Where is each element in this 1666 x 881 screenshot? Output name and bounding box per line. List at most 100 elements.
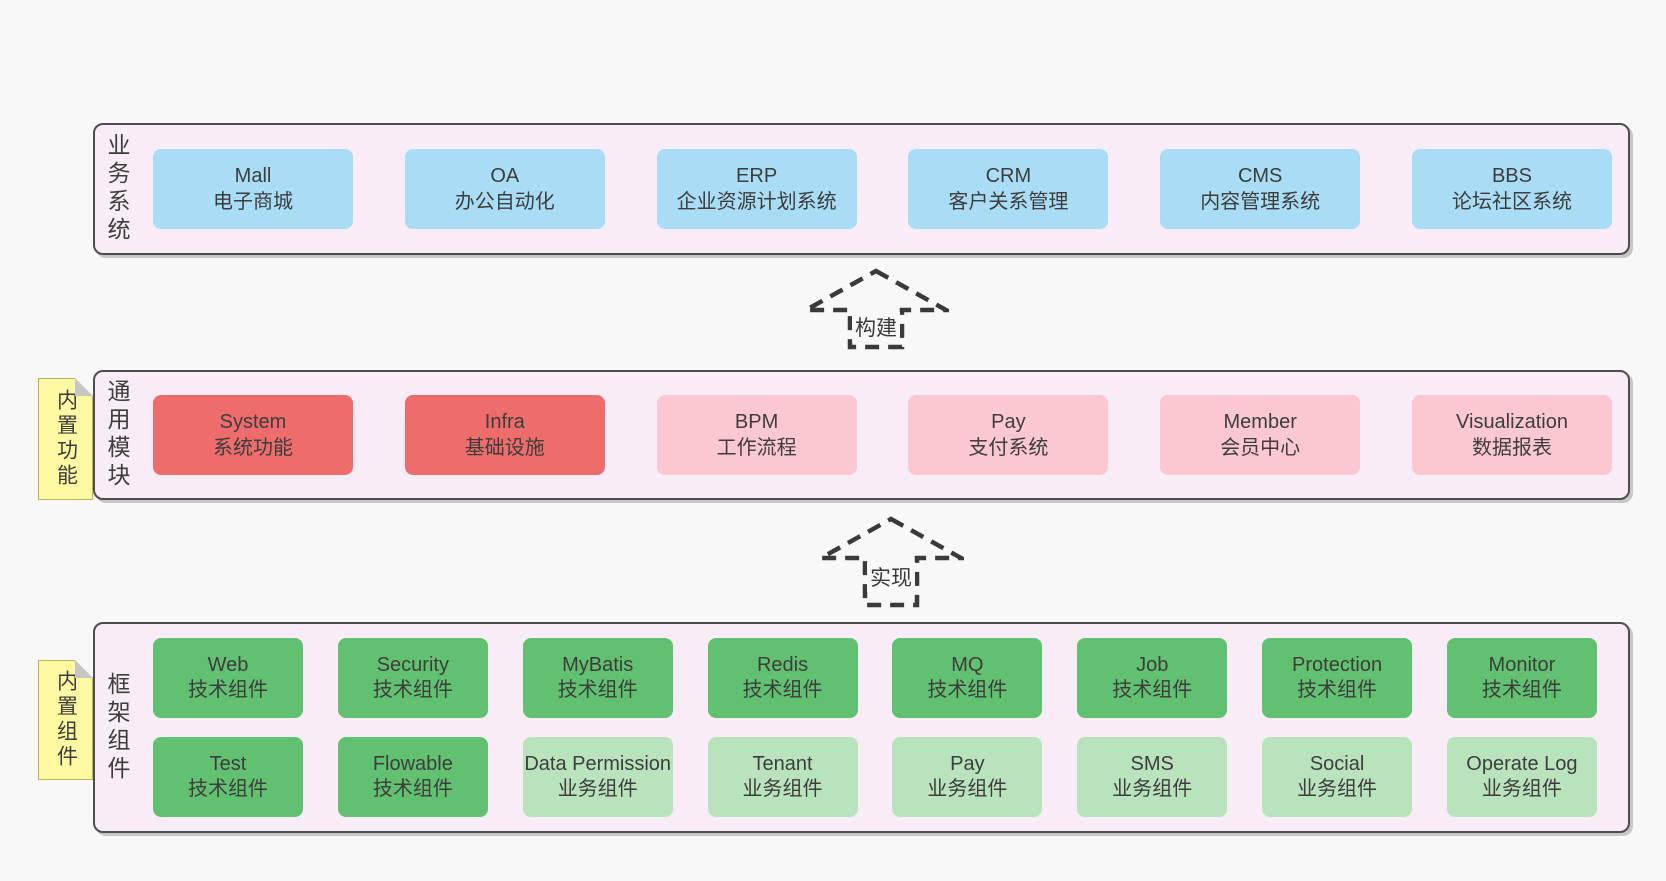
- box-title: Security: [376, 654, 449, 676]
- box-mq: MQ 技术组件: [892, 638, 1043, 718]
- box-subtitle: 办公自动化: [454, 191, 555, 213]
- box-title: Data Permission: [524, 753, 672, 775]
- box-subtitle: 会员中心: [1220, 437, 1301, 459]
- box-bpm: BPM 工作流程: [656, 395, 857, 475]
- box-system: System 系统功能: [153, 395, 353, 475]
- box-subtitle: 业务组件: [1112, 778, 1193, 800]
- box-web: Web 技术组件: [153, 638, 303, 718]
- box-title: Pay: [950, 753, 985, 775]
- layer-common-modules: 通用模块 System 系统功能 Infra 基础设施 BPM 工作流程 Pay…: [93, 370, 1630, 500]
- box-cms: CMS 内容管理系统: [1160, 149, 1361, 229]
- box-subtitle: 支付系统: [968, 437, 1049, 459]
- box-subtitle: 技术组件: [742, 679, 823, 701]
- box-title: Operate Log: [1466, 753, 1578, 775]
- layer-framework-components: 框架组件 Web 技术组件 Security 技术组件 MyBatis 技术组件…: [93, 622, 1630, 833]
- arrow-build-label: 构建: [852, 312, 900, 342]
- box-subtitle: 业务组件: [1481, 778, 1562, 800]
- sticky-note-text: 内置组件: [54, 670, 78, 770]
- box-visualization: Visualization 数据报表: [1411, 395, 1612, 475]
- arrow-implement: 实现: [818, 516, 964, 608]
- sticky-note-builtin-components: 内置组件: [38, 660, 93, 780]
- box-subtitle: 工作流程: [716, 437, 797, 459]
- layer-label-framework-components: 框架组件: [104, 671, 130, 784]
- box-operate-log: Operate Log 业务组件: [1446, 737, 1597, 817]
- box-title: Protection: [1292, 654, 1383, 676]
- box-subtitle: 客户关系管理: [948, 191, 1069, 213]
- box-title: BBS: [1491, 165, 1532, 187]
- box-title: Flowable: [372, 753, 453, 775]
- arrow-implement-label: 实现: [867, 562, 915, 592]
- box-mybatis: MyBatis 技术组件: [522, 638, 673, 718]
- box-subtitle: 技术组件: [927, 679, 1008, 701]
- box-subtitle: 技术组件: [1112, 679, 1193, 701]
- box-subtitle: 基础设施: [464, 437, 545, 459]
- box-subtitle: 数据报表: [1471, 437, 1552, 459]
- box-monitor: Monitor 技术组件: [1446, 638, 1597, 718]
- box-subtitle: 技术组件: [1297, 679, 1378, 701]
- box-title: CRM: [985, 165, 1032, 187]
- box-subtitle: 技术组件: [1481, 679, 1562, 701]
- box-subtitle: 技术组件: [372, 679, 453, 701]
- box-oa: OA 办公自动化: [404, 149, 605, 229]
- box-subtitle: 业务组件: [1297, 778, 1378, 800]
- box-title: Member: [1223, 411, 1297, 433]
- sticky-note-text: 内置功能: [54, 389, 78, 489]
- box-test: Test 技术组件: [153, 737, 303, 817]
- box-sms: SMS 业务组件: [1077, 737, 1228, 817]
- box-subtitle: 业务组件: [557, 778, 638, 800]
- box-title: Tenant: [752, 753, 813, 775]
- box-subtitle: 企业资源计划系统: [676, 191, 837, 213]
- box-title: Social: [1309, 753, 1365, 775]
- box-member: Member 会员中心: [1160, 395, 1361, 475]
- box-title: Pay: [991, 411, 1026, 433]
- box-title: Infra: [484, 411, 525, 433]
- box-protection: Protection 技术组件: [1262, 638, 1413, 718]
- up-arrow-icon: [803, 268, 949, 350]
- box-flowable: Flowable 技术组件: [337, 737, 488, 817]
- box-title: CMS: [1237, 165, 1283, 187]
- box-pay-system: Pay 支付系统: [908, 395, 1109, 475]
- box-crm: CRM 客户关系管理: [908, 149, 1109, 229]
- box-subtitle: 技术组件: [557, 679, 638, 701]
- box-title: SMS: [1130, 753, 1174, 775]
- box-subtitle: 系统功能: [213, 437, 293, 459]
- layer-label-common-modules: 通用模块: [104, 379, 130, 491]
- common-modules-row: System 系统功能 Infra 基础设施 BPM 工作流程 Pay 支付系统…: [153, 395, 1612, 475]
- framework-components-row-1: Web 技术组件 Security 技术组件 MyBatis 技术组件 Redi…: [153, 638, 1597, 718]
- box-bbs: BBS 论坛社区系统: [1411, 149, 1612, 229]
- box-social: Social 业务组件: [1262, 737, 1413, 817]
- box-mall: Mall 电子商城: [153, 149, 353, 229]
- box-subtitle: 电子商城: [213, 191, 293, 213]
- arrow-build: 构建: [803, 268, 949, 350]
- box-title: OA: [490, 165, 520, 187]
- business-systems-row: Mall 电子商城 OA 办公自动化 ERP 企业资源计划系统 CRM 客户关系…: [153, 149, 1612, 229]
- box-infra: Infra 基础设施: [404, 395, 605, 475]
- box-tenant: Tenant 业务组件: [707, 737, 858, 817]
- box-title: ERP: [736, 165, 778, 187]
- box-subtitle: 技术组件: [188, 679, 268, 701]
- box-title: System: [219, 411, 287, 433]
- box-security: Security 技术组件: [337, 638, 488, 718]
- box-title: Mall: [234, 165, 272, 187]
- box-title: Job: [1136, 654, 1169, 676]
- box-subtitle: 技术组件: [188, 778, 268, 800]
- box-title: MyBatis: [562, 654, 634, 676]
- box-title: Redis: [756, 654, 809, 676]
- box-title: Test: [209, 753, 247, 775]
- box-pay-component: Pay 业务组件: [892, 737, 1043, 817]
- box-redis: Redis 技术组件: [707, 638, 858, 718]
- box-data-permission: Data Permission 业务组件: [522, 737, 673, 817]
- box-title: MQ: [951, 654, 984, 676]
- up-arrow-icon: [818, 516, 964, 608]
- box-subtitle: 业务组件: [927, 778, 1008, 800]
- box-title: BPM: [734, 411, 779, 433]
- box-title: Visualization: [1456, 411, 1568, 433]
- layer-label-business-systems: 业务系统: [104, 133, 130, 245]
- box-subtitle: 内容管理系统: [1200, 191, 1321, 213]
- box-title: Web: [207, 654, 249, 676]
- box-title: Monitor: [1488, 654, 1556, 676]
- framework-components-row-2: Test 技术组件 Flowable 技术组件 Data Permission …: [153, 737, 1597, 817]
- layer-business-systems: 业务系统 Mall 电子商城 OA 办公自动化 ERP 企业资源计划系统 CRM…: [93, 123, 1630, 255]
- box-subtitle: 业务组件: [742, 778, 823, 800]
